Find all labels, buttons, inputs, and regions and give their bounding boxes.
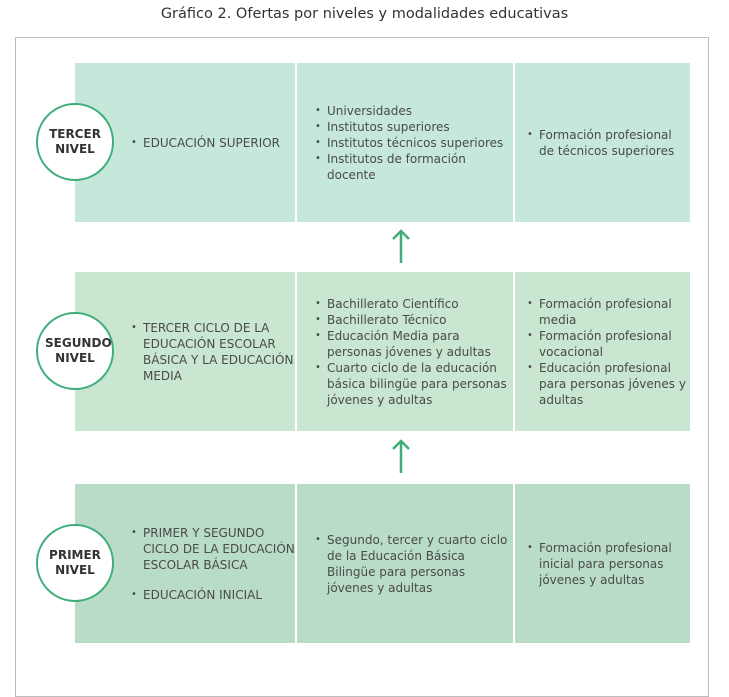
list-item: Institutos técnicos superiores [315,135,513,151]
level-badge-primer: PRIMER NIVEL [36,524,114,602]
list-item: TERCER CICLO DE LA EDUCACIÓN ESCOLAR BÁS… [131,320,295,384]
level-row-primer: PRIMER Y SEGUNDO CICLO DE LA EDUCACIÓN E… [75,484,690,643]
level-category-cell: TERCER CICLO DE LA EDUCACIÓN ESCOLAR BÁS… [75,272,295,431]
level-row-segundo: TERCER CICLO DE LA EDUCACIÓN ESCOLAR BÁS… [75,272,690,431]
list-item: Bachillerato Técnico [315,312,513,328]
arrow-up-icon [392,229,410,263]
list-item: Formación profesional de técnicos superi… [527,127,690,159]
list-item: EDUCACIÓN INICIAL [131,587,295,603]
list-item: Educación Media para personas jóvenes y … [315,328,513,360]
professional-training-cell: Formación profesional inicial para perso… [515,484,690,643]
level-row-tercer: EDUCACIÓN SUPERIORUniversidadesInstituto… [75,63,690,222]
level-badge-segundo: SEGUNDO NIVEL [36,312,114,390]
list-item: Formación profesional media [527,296,690,328]
list-item: Cuarto ciclo de la educación básica bili… [315,360,513,408]
list-item: Educación profesional para personas jóve… [527,360,690,408]
list-item: Formación profesional inicial para perso… [527,540,690,588]
list-item: Bachillerato Científico [315,296,513,312]
professional-training-cell: Formación profesional mediaFormación pro… [515,272,690,431]
list-item: Universidades [315,103,513,119]
list-item: Institutos de formación docente [315,151,513,183]
list-item: Segundo, tercer y cuarto ciclo de la Edu… [315,532,513,596]
list-item: PRIMER Y SEGUNDO CICLO DE LA EDUCACIÓN E… [131,525,295,573]
arrow-up-icon [392,439,410,473]
list-item: Institutos superiores [315,119,513,135]
level-label: SEGUNDO NIVEL [45,336,112,365]
programs-cell: Bachillerato CientíficoBachillerato Técn… [297,272,513,431]
level-badge-tercer: TERCER NIVEL [36,103,114,181]
level-label: TERCER NIVEL [49,127,101,156]
chart-title: Gráfico 2. Ofertas por niveles y modalid… [160,6,569,22]
list-item: Formación profesional vocacional [527,328,690,360]
programs-cell: UniversidadesInstitutos superioresInstit… [297,63,513,222]
level-label: PRIMER NIVEL [49,548,101,577]
professional-training-cell: Formación profesional de técnicos superi… [515,63,690,222]
programs-cell: Segundo, tercer y cuarto ciclo de la Edu… [297,484,513,643]
list-item: EDUCACIÓN SUPERIOR [131,135,280,151]
